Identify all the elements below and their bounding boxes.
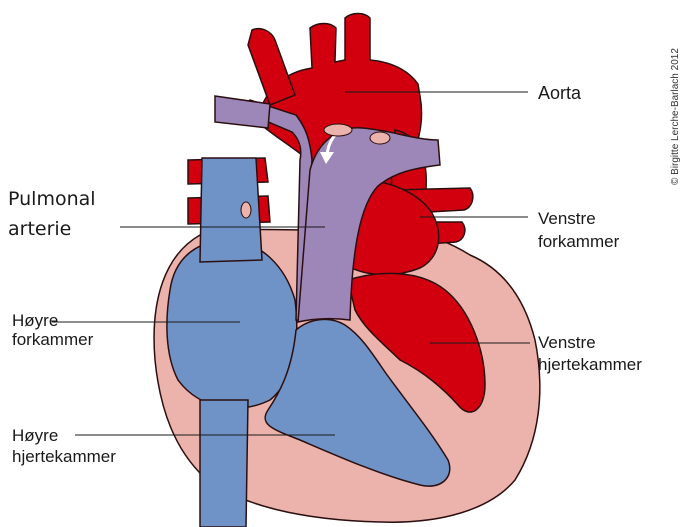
label-hoyre-forkammer-line2: forkammer: [12, 330, 94, 349]
vessel-opening: [324, 124, 352, 136]
superior-vena-cava: [200, 158, 262, 262]
aorta-branch: [248, 29, 295, 105]
label-venstre-hjertekammer-line1: Venstre: [538, 333, 596, 352]
inferior-vena-cava: [200, 400, 248, 527]
right-atrium: [167, 240, 297, 408]
label-hoyre-forkammer-line1: Høyre: [12, 311, 58, 330]
label-venstre-forkammer-line1: Venstre: [538, 209, 596, 228]
label-pulmonal-line2: arterie: [8, 218, 71, 240]
vessel-opening: [370, 132, 390, 144]
label-venstre-forkammer-line2: forkammer: [538, 232, 620, 251]
label-hoyre-hjertekammer-line2: hjertekammer: [12, 447, 116, 466]
label-pulmonal-line1: Pulmonal: [8, 188, 96, 210]
pulmonary-artery-branch: [215, 96, 270, 128]
copyright-credit: © Birgitte Lerche-Barlach 2012: [670, 48, 681, 185]
label-venstre-hjertekammer-line2: hjertekammer: [538, 355, 642, 374]
label-hoyre-hjertekammer-line1: Høyre: [12, 426, 58, 445]
vessel-opening: [241, 202, 251, 218]
label-aorta: Aorta: [538, 83, 582, 103]
